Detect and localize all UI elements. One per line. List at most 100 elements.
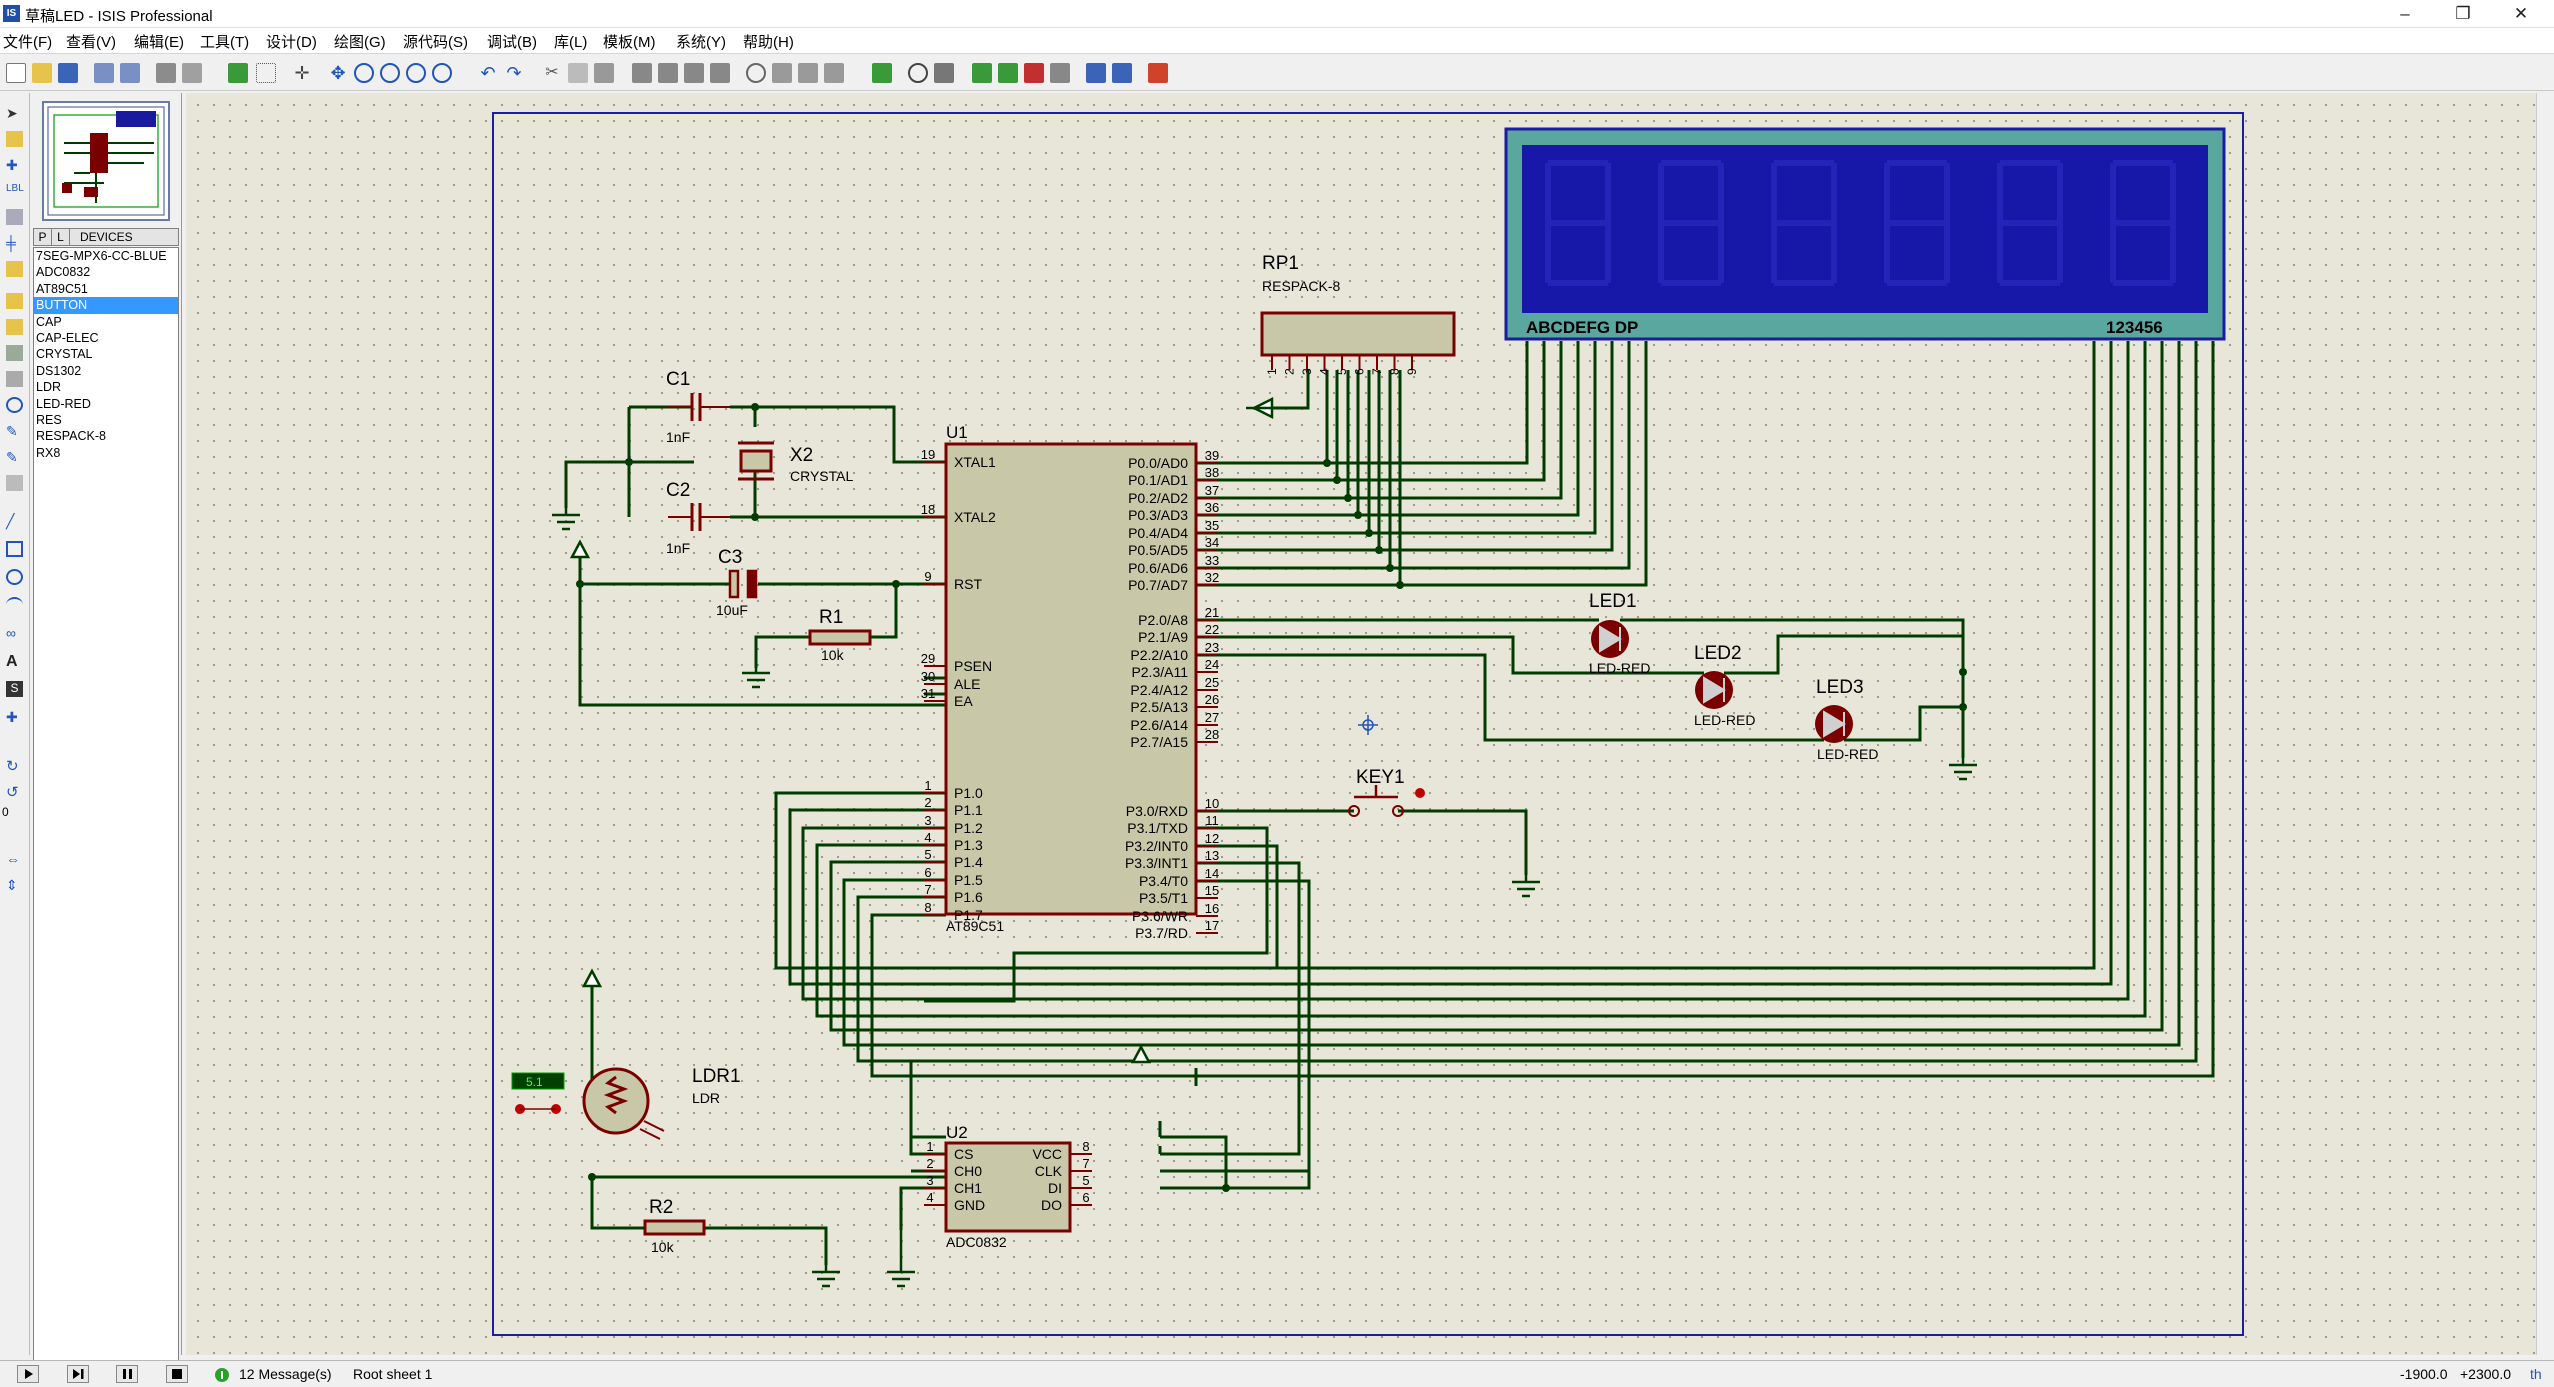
symbol-icon[interactable]: S xyxy=(6,681,23,697)
device-list-item[interactable]: ADC0832 xyxy=(36,265,91,280)
save-icon[interactable] xyxy=(58,63,78,83)
export-icon[interactable] xyxy=(120,63,140,83)
import-icon[interactable] xyxy=(94,63,114,83)
menu-template[interactable]: 模板(M) xyxy=(603,34,656,51)
x2-crystal[interactable]: X2 CRYSTAL xyxy=(738,441,853,484)
menu-help[interactable]: 帮助(H) xyxy=(743,34,794,51)
zoom-in-icon[interactable] xyxy=(354,63,374,83)
menu-design[interactable]: 设计(D) xyxy=(266,34,317,51)
play-button[interactable] xyxy=(17,1365,39,1383)
close-button[interactable]: ✕ xyxy=(2513,4,2529,23)
maximize-button[interactable]: ❐ xyxy=(2455,4,2471,23)
current-probe-icon[interactable]: ✎ xyxy=(6,449,18,465)
units-toggle[interactable]: th xyxy=(2530,1366,2542,1382)
messages-count[interactable]: 12 Message(s) xyxy=(239,1366,332,1382)
remove-sheet-icon[interactable] xyxy=(998,63,1018,83)
rotation-angle-icon[interactable]: 0 xyxy=(2,805,9,819)
r1-resistor[interactable]: R1 10k xyxy=(808,607,872,663)
menu-view[interactable]: 查看(V) xyxy=(66,34,116,51)
menu-graph[interactable]: 绘图(G) xyxy=(334,34,386,51)
mirror-horizontal-icon[interactable]: ⇔ xyxy=(6,851,20,867)
led1[interactable]: LED1 LED-RED xyxy=(1589,591,1650,676)
line-icon[interactable]: ╱ xyxy=(6,513,15,529)
device-list-item-selected[interactable]: BUTTON xyxy=(34,297,178,314)
component-mode-icon[interactable] xyxy=(6,131,23,147)
goto-sheet-icon[interactable] xyxy=(1024,63,1044,83)
rotate-cw-icon[interactable]: ↻ xyxy=(6,758,19,775)
netlist-icon[interactable] xyxy=(1112,63,1132,83)
zoom-area-icon[interactable] xyxy=(432,63,452,83)
library-manager-button[interactable]: L xyxy=(52,229,70,245)
device-list-item[interactable]: LDR xyxy=(36,380,62,395)
step-button[interactable] xyxy=(67,1365,89,1383)
pause-button[interactable] xyxy=(116,1365,138,1383)
circle-icon[interactable] xyxy=(6,569,23,585)
junction-dot-icon[interactable]: ✚ xyxy=(6,157,18,173)
vertical-scrollbar[interactable] xyxy=(2536,93,2554,1355)
menu-file[interactable]: 文件(F) xyxy=(3,34,53,51)
menu-system[interactable]: 系统(Y) xyxy=(676,34,726,51)
generator-icon[interactable] xyxy=(6,397,23,413)
pick-devices-button[interactable]: P xyxy=(34,229,52,245)
paste-icon[interactable] xyxy=(594,63,614,83)
pick-device-icon[interactable] xyxy=(746,63,766,83)
bus-icon[interactable]: ╪ xyxy=(6,235,16,251)
wire-autorouter-icon[interactable] xyxy=(872,63,892,83)
ldr1[interactable]: 5.1 LDR1 LDR xyxy=(511,1066,741,1140)
cut-icon[interactable]: ✂ xyxy=(545,64,559,81)
decompose-icon[interactable] xyxy=(824,63,844,83)
tape-recorder-icon[interactable] xyxy=(6,371,23,387)
device-list-item[interactable]: DS1302 xyxy=(36,363,82,378)
selection-mode-icon[interactable]: ➤ xyxy=(6,105,18,121)
block-copy-icon[interactable] xyxy=(632,63,652,83)
box-icon[interactable] xyxy=(6,541,23,557)
menu-debug[interactable]: 调试(B) xyxy=(487,34,537,51)
device-list-item[interactable]: LED-RED xyxy=(36,396,91,411)
voltage-probe-icon[interactable]: ✎ xyxy=(6,423,18,439)
zoom-all-icon[interactable] xyxy=(406,63,426,83)
device-list-item[interactable]: CRYSTAL xyxy=(36,347,93,362)
bill-of-materials-icon[interactable] xyxy=(1050,63,1070,83)
device-list-item[interactable]: RESPACK-8 xyxy=(36,429,106,444)
block-rotate-icon[interactable] xyxy=(684,63,704,83)
c1-capacitor[interactable]: C1 1nF xyxy=(666,369,730,445)
print-icon[interactable] xyxy=(156,63,176,83)
device-list-item[interactable]: RES xyxy=(36,412,62,427)
ares-icon[interactable] xyxy=(1148,63,1168,83)
text-icon[interactable]: A xyxy=(6,653,18,670)
device-list-item[interactable]: CAP-ELEC xyxy=(36,330,99,345)
make-device-icon[interactable] xyxy=(772,63,792,83)
text-script-icon[interactable] xyxy=(6,209,23,225)
minimize-button[interactable]: – xyxy=(2400,4,2410,23)
c2-capacitor[interactable]: C2 1nF xyxy=(666,480,730,556)
menu-edit[interactable]: 编辑(E) xyxy=(134,34,184,51)
pan-icon[interactable]: ✥ xyxy=(330,63,346,83)
led2[interactable]: LED2 LED-RED xyxy=(1694,643,1755,728)
subcircuit-icon[interactable] xyxy=(6,261,23,277)
arc-icon[interactable] xyxy=(6,597,23,613)
led3[interactable]: LED3 LED-RED xyxy=(1815,677,1878,762)
stop-button[interactable] xyxy=(166,1365,188,1383)
seven-segment-display[interactable]: ABCDEFG DP 123456 xyxy=(1504,127,2226,341)
block-delete-icon[interactable] xyxy=(710,63,730,83)
menu-tools[interactable]: 工具(T) xyxy=(200,34,250,51)
undo-icon[interactable]: ↶ xyxy=(480,63,496,83)
terminal-icon[interactable] xyxy=(6,293,23,309)
key1-button[interactable]: KEY1 xyxy=(1348,767,1425,817)
marker-icon[interactable]: ✚ xyxy=(6,709,18,725)
device-pin-icon[interactable] xyxy=(6,319,23,335)
print-area-icon[interactable] xyxy=(182,63,202,83)
origin-icon[interactable]: ✛ xyxy=(294,63,310,83)
refresh-icon[interactable] xyxy=(228,63,248,83)
redo-icon[interactable]: ↷ xyxy=(506,63,522,83)
device-list-item[interactable]: CAP xyxy=(36,314,62,329)
electrical-rule-check-icon[interactable] xyxy=(1086,63,1106,83)
zoom-out-icon[interactable] xyxy=(380,63,400,83)
c3-capacitor[interactable]: C3 10uF xyxy=(716,547,758,618)
path-icon[interactable]: ∞ xyxy=(6,625,16,641)
